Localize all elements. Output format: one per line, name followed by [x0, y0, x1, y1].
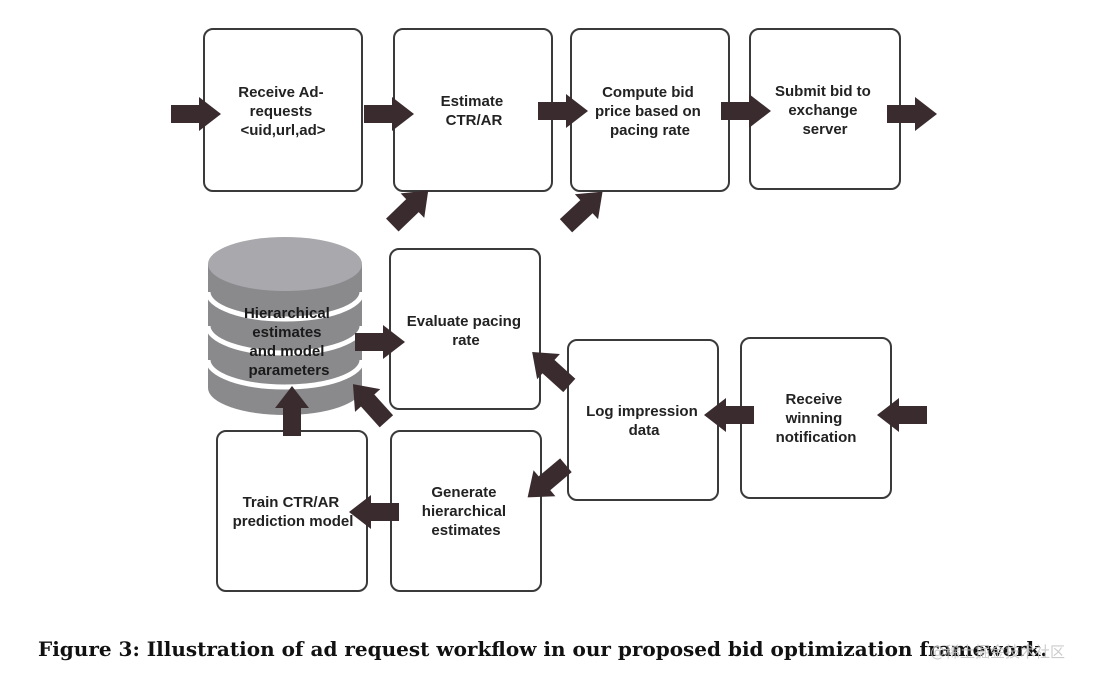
train-model-box	[216, 430, 368, 592]
generate-estimates-label: Generate hierarchical estimates	[422, 484, 510, 539]
watermark: @稀土掘金技术社区	[930, 643, 1066, 661]
receive-winning-label: Receive winning notification	[776, 391, 857, 446]
estimate-ctr-ar-label: Estimate CTR/AR	[441, 93, 508, 129]
figure-caption: Figure 3: Illustration of ad request wor…	[38, 637, 1048, 661]
receive-ad-requests-label: Receive Ad- requests <uid,url,ad>	[238, 84, 327, 139]
database-label: Hierarchical estimates and model paramet…	[244, 305, 334, 379]
train-model-label: Train CTR/AR prediction model	[233, 494, 354, 530]
log-impression-label: Log impression data	[586, 403, 702, 439]
estimate-ctr-ar-box	[393, 28, 553, 192]
log-impression-box	[567, 339, 719, 501]
database-cylinder	[205, 237, 365, 415]
submit-bid-label: Submit bid to exchange server	[775, 83, 875, 138]
evaluate-pacing-label: Evaluate pacing rate	[407, 313, 525, 349]
evaluate-pacing-box	[389, 248, 541, 410]
compute-bid-label: Compute bid price based on pacing rate	[595, 84, 705, 139]
